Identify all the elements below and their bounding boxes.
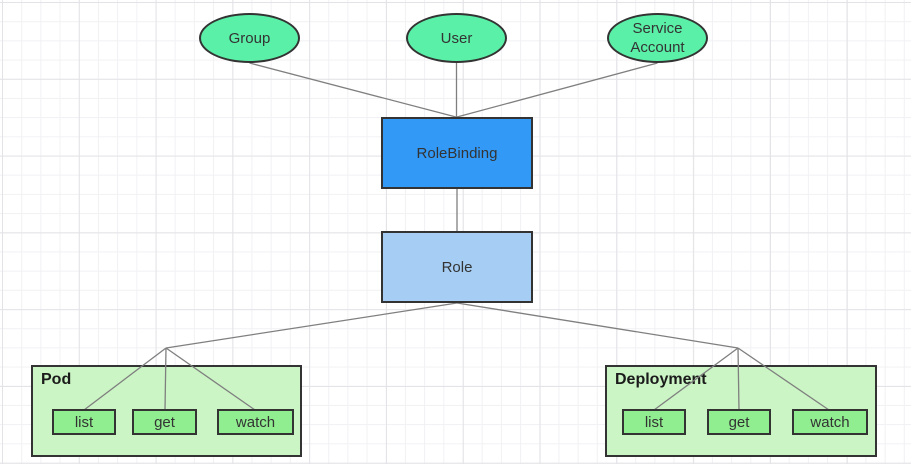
node-role-label: Role <box>441 258 473 276</box>
node-user-label: User <box>440 29 473 47</box>
node-user[interactable]: User <box>406 13 507 63</box>
deployment-verb-list[interactable]: list <box>622 409 686 435</box>
deployment-verb-get[interactable]: get <box>707 409 771 435</box>
node-group[interactable]: Group <box>199 13 300 63</box>
edge-role-deployment-branch <box>456 302 739 349</box>
edge-serviceaccount-rolebinding <box>456 62 658 118</box>
edge-group-rolebinding <box>249 62 457 118</box>
node-service-account[interactable]: Service Account <box>607 13 708 63</box>
pod-verb-list[interactable]: list <box>52 409 116 435</box>
node-group-label: Group <box>228 29 271 47</box>
deployment-verb-watch[interactable]: watch <box>792 409 868 435</box>
pod-verb-list-label: list <box>74 413 94 431</box>
node-service-account-label: Service Account <box>630 20 685 56</box>
deployment-verb-get-label: get <box>728 413 750 431</box>
node-rolebinding-label: RoleBinding <box>416 144 498 162</box>
pod-verb-watch[interactable]: watch <box>217 409 294 435</box>
deployment-group-title: Deployment <box>615 371 707 388</box>
pod-group-title: Pod <box>41 371 72 388</box>
pod-verb-watch-label: watch <box>235 413 276 431</box>
deployment-verb-watch-label: watch <box>810 413 850 431</box>
deployment-verb-list-label: list <box>644 413 664 431</box>
node-role[interactable]: Role <box>381 231 533 303</box>
node-rolebinding[interactable]: RoleBinding <box>381 117 533 189</box>
pod-verb-get-label: get <box>154 413 175 431</box>
pod-verb-get[interactable]: get <box>132 409 197 435</box>
edge-role-pod-branch <box>165 302 458 349</box>
